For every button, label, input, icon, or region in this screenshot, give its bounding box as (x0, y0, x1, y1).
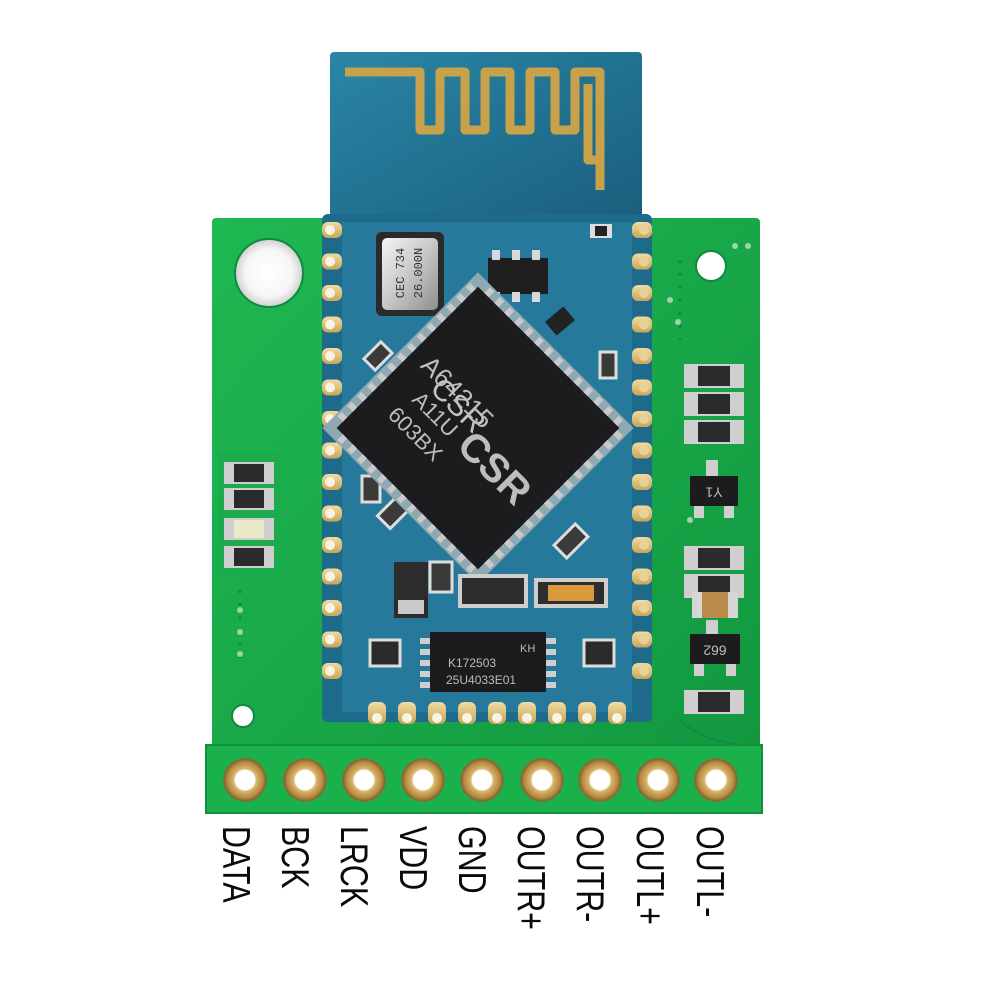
csr-bluetooth-chip: CSR (322, 272, 634, 584)
pin-label-5: GND (450, 826, 493, 976)
mounting-hole-top-right (695, 250, 727, 282)
transistor-662: 662 (690, 620, 740, 676)
pin-label-7: OUTR- (568, 826, 611, 976)
audio-dac-chip: KH K172503 25U4033E01 (420, 632, 556, 692)
left-component-column (218, 452, 280, 576)
mounting-hole-bottom-left (231, 704, 255, 728)
bluetooth-module: CEC 734 26.000N CSR A64215 A11U 603BX CS… (322, 52, 652, 724)
pin-label-text: VDD (391, 826, 434, 891)
pin-label-4: VDD (391, 826, 434, 976)
dac-marking-2: K172503 (448, 656, 496, 670)
pin-label-text: OUTR+ (509, 826, 552, 930)
pin-label-9: OUTL- (688, 826, 731, 976)
pin-label-text: OUTL- (688, 826, 731, 918)
pin-label-3: LRCK (332, 826, 375, 976)
pin-header (223, 758, 738, 802)
transistor-marking-1: Y1 (705, 484, 722, 500)
right-component-column: Y1 662 (684, 364, 744, 714)
pin-label-text: BCK (273, 826, 316, 889)
dac-marking-3: 25U4033E01 (446, 673, 516, 687)
pcb-antenna (345, 67, 605, 165)
pin-label-2: BCK (273, 826, 316, 976)
pin-label-text: OUTL+ (628, 826, 671, 925)
pin-label-1: DATA (214, 826, 257, 976)
pin-label-8: OUTL+ (628, 826, 671, 976)
transistor-y1: Y1 (690, 460, 738, 518)
crystal-marking-2: 26.000N (412, 248, 426, 298)
pin-label-text: OUTR- (568, 826, 611, 923)
pin-label-6: OUTR+ (509, 826, 552, 976)
dac-marking-1: KH (520, 643, 535, 655)
crystal-oscillator: CEC 734 26.000N (376, 232, 444, 316)
transistor-marking-2: 662 (703, 642, 727, 658)
mounting-hole-top-left (234, 238, 304, 308)
pin-label-text: GND (450, 826, 493, 894)
pin-label-text: LRCK (332, 826, 375, 908)
crystal-marking-1: CEC 734 (394, 248, 408, 298)
pin-label-text: DATA (214, 826, 257, 903)
